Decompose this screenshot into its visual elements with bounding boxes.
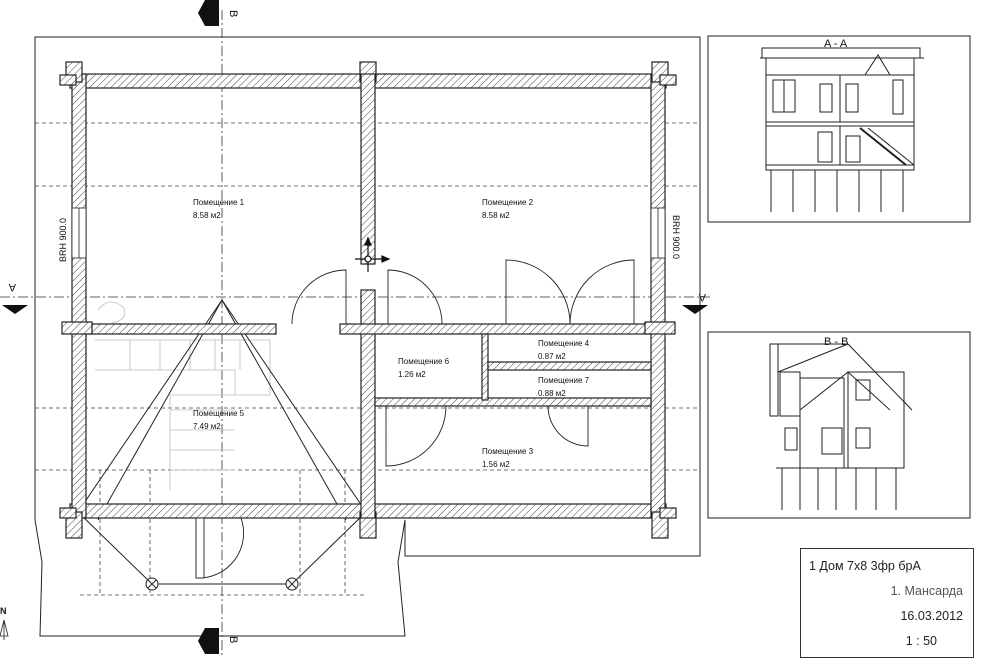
svg-text:Помещение 4: Помещение 4 xyxy=(538,339,590,348)
svg-text:1.56 м2: 1.56 м2 xyxy=(482,460,510,469)
move-cursor-icon xyxy=(355,236,391,272)
svg-text:8.58 м2: 8.58 м2 xyxy=(193,211,221,220)
svg-text:Помещение 7: Помещение 7 xyxy=(538,376,590,385)
svg-text:Помещение 6: Помещение 6 xyxy=(398,357,450,366)
svg-text:Помещение 5: Помещение 5 xyxy=(193,409,245,418)
windows xyxy=(71,207,666,259)
room-label: Помещение 4 0.87 м2 xyxy=(538,339,590,361)
room-label: Помещение 7 0.88 м2 xyxy=(538,376,590,398)
svg-text:B: B xyxy=(227,636,239,643)
svg-text:Помещение 2: Помещение 2 xyxy=(482,198,534,207)
posts xyxy=(145,577,299,591)
stair xyxy=(95,301,271,490)
svg-text:7.49 м2: 7.49 м2 xyxy=(193,422,221,431)
svg-text:N: N xyxy=(0,606,7,616)
section-marker-a-right: A xyxy=(682,291,708,314)
window-tag-left: BRH 900.0 xyxy=(58,218,68,262)
svg-text:1.26 м2: 1.26 м2 xyxy=(398,370,426,379)
section-marker-b-bottom: B xyxy=(198,628,239,654)
room-label: Помещение 6 1.26 м2 xyxy=(398,357,450,379)
section-marker-b-top: B xyxy=(198,0,239,26)
svg-text:A - A: A - A xyxy=(824,38,848,50)
walls xyxy=(59,61,677,539)
project-name: 1 Дом 7х8 3фр брА xyxy=(809,559,921,573)
doors xyxy=(195,259,635,579)
svg-text:0.87 м2: 0.87 м2 xyxy=(538,352,566,361)
crop-region-outline xyxy=(34,36,701,637)
roof-lines xyxy=(77,299,367,585)
svg-text:B: B xyxy=(227,10,239,17)
window-tag-right: BRH 900.0 xyxy=(671,215,681,259)
drawing-scale: 1 : 50 xyxy=(905,634,937,648)
svg-text:Помещение 1: Помещение 1 xyxy=(193,198,245,207)
svg-text:8.58 м2: 8.58 м2 xyxy=(482,211,510,220)
north-arrow-icon: N xyxy=(0,606,9,640)
room-label: Помещение 5 7.49 м2 xyxy=(193,409,245,431)
room-label: Помещение 2 8.58 м2 xyxy=(482,198,534,220)
room-label: Помещение 3 1.56 м2 xyxy=(482,447,534,469)
section-view-a: A - A xyxy=(707,35,971,223)
svg-text:B - B: B - B xyxy=(824,336,848,348)
level-name: 1. Мансарда xyxy=(890,584,963,598)
svg-text:A: A xyxy=(8,281,16,293)
section-view-b: B - B xyxy=(707,331,971,519)
title-block: 1 Дом 7х8 3фр брА 1. Мансарда 16.03.2012… xyxy=(800,548,974,658)
drawing-date: 16.03.2012 xyxy=(900,609,963,623)
svg-text:0.88 м2: 0.88 м2 xyxy=(538,389,566,398)
room-label: Помещение 1 8.58 м2 xyxy=(193,198,245,220)
svg-text:A: A xyxy=(698,291,706,303)
section-marker-a-left: A xyxy=(2,281,28,314)
svg-text:Помещение 3: Помещение 3 xyxy=(482,447,534,456)
